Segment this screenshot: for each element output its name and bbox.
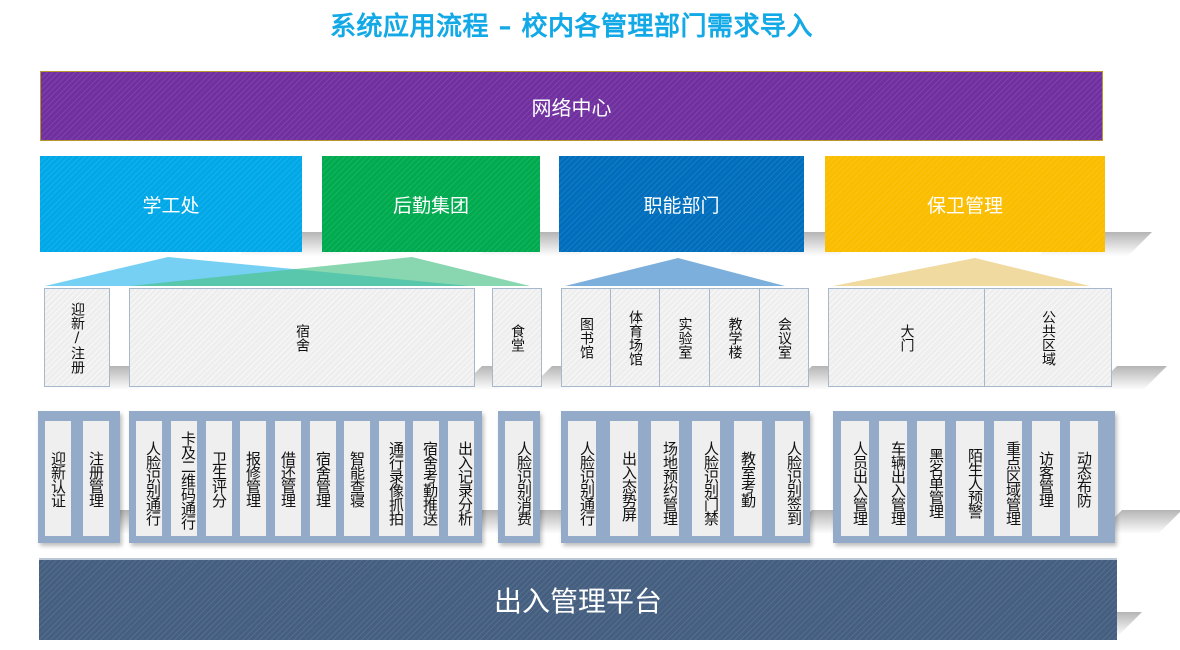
location-label: 公共区域 [1040,309,1056,366]
location-label: 教学楼 [726,316,743,359]
function-label: 场地预约管理 [661,440,679,525]
location-label: 大门 [898,323,915,352]
dept-functional: 职能部门 [559,156,804,252]
function-item: 人脸识别通行 [136,421,162,536]
function-label: 人脸识别门禁 [702,440,720,525]
function-item: 宿舍管理 [310,421,336,536]
function-item: 宿舍考勤推送 [413,421,439,536]
location-label: 会议室 [776,316,792,359]
function-label: 通行录像抓拍 [387,440,405,525]
location-gym: 体育场馆 [610,288,660,387]
connector-triangles [45,257,1090,286]
function-item: 出入记录分析 [448,421,474,536]
function-label: 人脸识别通行 [144,440,162,525]
location-main-gate: 大门 [828,288,985,387]
dept-label: 保卫管理 [926,194,1003,217]
location-label: 图书馆 [578,316,594,359]
function-label: 宿舍管理 [314,450,332,507]
location-library: 图书馆 [561,288,611,387]
network-center-box: 网络中心 [40,71,1103,141]
function-label: 宿舍考勤推送 [421,440,439,525]
connector-logistics [130,257,530,286]
dept-label: 后勤集团 [392,194,469,217]
function-item: 卡及二维码通行 [171,421,197,536]
function-group-functional [561,411,810,543]
function-label: 人脸识别消费 [515,440,533,525]
function-label: 报修管理 [244,450,262,507]
dept-logistics: 后勤集团 [322,156,540,252]
function-label: 人脸识别签到 [785,440,803,525]
dept-label: 职能部门 [643,194,720,217]
function-label: 迎新认证 [49,450,67,507]
function-item: 人员出入管理 [841,421,869,536]
connector-functional [565,258,785,286]
function-label: 智能查寝 [348,450,366,507]
location-label: 体育场馆 [627,309,643,366]
function-label: 车辆出入管理 [889,440,907,525]
function-label: 注册管理 [87,450,105,507]
function-item: 动态布防 [1070,421,1098,536]
function-item: 人脸识别签到 [775,421,803,536]
function-label: 借还管理 [279,450,297,507]
function-item: 卫生评分 [206,421,232,536]
function-item: 车辆出入管理 [879,421,907,536]
function-item: 人脸识别门禁 [692,421,720,536]
location-label: 食堂 [509,323,525,352]
function-item: 重点区域管理 [994,421,1022,536]
location-enrollment: 迎新/注册 [44,288,110,387]
dept-label: 学工处 [142,194,200,217]
function-item: 智能查寝 [344,421,370,536]
location-label: 宿舍 [294,323,310,352]
location-canteen: 食堂 [492,288,542,387]
location-label: 迎新/注册 [69,301,85,374]
dept-student-affairs: 学工处 [40,156,302,252]
function-label: 黑名单管理 [927,447,945,518]
location-public-area: 公共区域 [984,288,1112,387]
function-item: 人脸识别通行 [568,421,596,536]
function-label: 卡及二维码通行 [179,431,197,529]
location-label: 实验室 [676,316,693,359]
function-item: 人脸识别消费 [505,421,533,536]
function-item: 陌生人预警 [956,421,984,536]
function-item: 黑名单管理 [917,421,945,536]
function-label: 出入态势屏 [620,450,638,521]
function-label: 访客管理 [1037,450,1055,507]
function-item: 场地预约管理 [651,421,679,536]
dept-security: 保卫管理 [825,156,1105,252]
function-label: 人员出入管理 [851,440,869,525]
function-item: 报修管理 [240,421,266,536]
network-center-label: 网络中心 [531,95,612,120]
function-label: 人脸识别通行 [578,440,596,525]
function-item: 教室考勤 [734,421,762,536]
function-item: 注册管理 [83,421,109,536]
access-management-platform: 出入管理平台 [39,558,1117,640]
location-meeting-room: 会议室 [759,288,809,387]
connector-security [833,258,1090,286]
page-title: 系统应用流程 – 校内各管理部门需求导入 [329,12,814,42]
function-label: 陌生人预警 [966,447,984,518]
function-item: 迎新认证 [45,421,71,536]
function-item: 出入态势屏 [610,421,638,536]
function-label: 卫生评分 [210,450,228,507]
platform-label: 出入管理平台 [493,585,662,618]
function-label: 重点区域管理 [1004,440,1022,525]
function-item: 访客管理 [1032,421,1060,536]
function-item: 通行录像抓拍 [379,421,405,536]
function-item: 借还管理 [275,421,301,536]
function-label: 出入记录分析 [456,440,474,525]
location-teaching-building: 教学楼 [709,288,760,387]
location-dormitory: 宿舍 [129,288,475,387]
location-lab: 实验室 [659,288,710,387]
function-label: 教室考勤 [739,450,757,507]
function-label: 动态布防 [1075,450,1093,507]
